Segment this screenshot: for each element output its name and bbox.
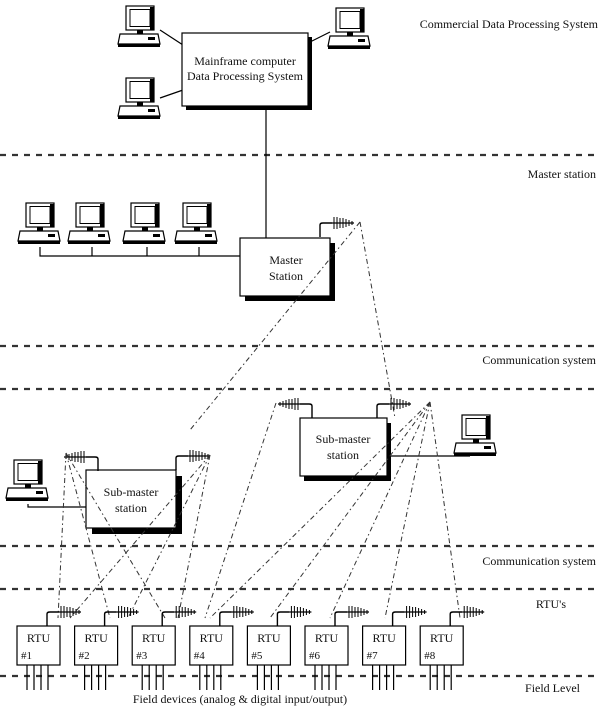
antenna-icon xyxy=(391,605,428,627)
level-label-commercial: Commercial Data Processing System xyxy=(420,17,599,31)
computer-terminal-icon xyxy=(67,202,111,245)
rtu-frame xyxy=(304,625,349,666)
level-label-master: Master station xyxy=(528,167,596,181)
rtu-number: #2 xyxy=(79,650,90,662)
rtu-box: RTU #1 xyxy=(16,605,82,690)
mainframe-box: Mainframe computer Data Processing Syste… xyxy=(181,32,312,110)
antenna-icon xyxy=(276,605,313,627)
rtu-box: RTU #4 xyxy=(189,605,255,690)
master-terminals xyxy=(17,202,218,245)
rtu-name: RTU xyxy=(372,631,396,645)
radio-links-left xyxy=(57,452,211,619)
rtu-number: #3 xyxy=(136,650,148,662)
rtu-number: #4 xyxy=(194,650,206,662)
rtu-frame xyxy=(131,625,176,666)
computer-terminal-icon xyxy=(117,77,161,120)
rtu-number: #1 xyxy=(21,650,32,662)
rtu-number: #8 xyxy=(424,650,436,662)
submaster-left-line-1: Sub-master xyxy=(104,485,159,499)
radio-link xyxy=(359,221,396,419)
rtu-name: RTU xyxy=(84,631,108,645)
master-station-line-1: Master xyxy=(269,253,302,267)
computer-terminal-icon xyxy=(453,414,497,457)
computer-terminal-icon xyxy=(327,7,371,50)
computer-terminal-icon xyxy=(5,459,49,502)
rtu-name: RTU xyxy=(142,631,166,645)
mainframe-link xyxy=(159,89,184,99)
radio-link xyxy=(189,221,361,431)
rtu-name: RTU xyxy=(430,631,454,645)
mainframe-line-1: Mainframe computer xyxy=(194,54,296,68)
rtu-name: RTU xyxy=(27,631,51,645)
antenna-icon xyxy=(277,397,313,419)
rtu-name: RTU xyxy=(257,631,281,645)
antenna-icon xyxy=(334,605,370,627)
mainframe-link xyxy=(159,29,184,46)
level-label-field: Field Level xyxy=(525,681,581,695)
rtu-number: #5 xyxy=(251,650,263,662)
submaster-right-line-2: station xyxy=(327,448,359,462)
rtu-box: RTU #6 xyxy=(304,605,370,690)
computer-terminal-icon xyxy=(17,202,61,245)
rtu-box: RTU #7 xyxy=(362,605,428,690)
level-label-comm-2: Communication system xyxy=(482,554,596,568)
rtu-box: RTU #5 xyxy=(246,605,313,690)
rtu-number: #6 xyxy=(309,650,321,662)
antenna-icon xyxy=(46,605,82,627)
antenna-icon xyxy=(219,605,255,627)
submaster-right-box: Sub-master station xyxy=(299,417,391,481)
submaster-left-box: Sub-master station xyxy=(85,469,182,534)
mainframe-link xyxy=(309,31,331,43)
computer-terminal-icon xyxy=(174,202,218,245)
antenna-icon xyxy=(449,605,485,627)
rtu-frame xyxy=(16,625,61,666)
rtu-frame xyxy=(73,625,119,666)
rtu-box: RTU #8 xyxy=(419,605,485,690)
rtu-row: RTU #1 RTU #2 RTU #3 RTU #4 RTU #5 RTU #6 RTU #7 RTU #8 xyxy=(16,605,485,690)
rtu-number: #7 xyxy=(367,650,379,662)
computer-terminal-icon xyxy=(122,202,166,245)
rtu-box: RTU #2 xyxy=(73,605,140,690)
rtu-box: RTU #3 xyxy=(131,605,197,690)
rtu-frame xyxy=(189,625,234,666)
field-devices-label: Field devices (analog & digital input/ou… xyxy=(133,692,347,706)
antenna-icon xyxy=(319,216,355,238)
antenna-icon xyxy=(161,605,197,627)
level-label-rtus: RTU's xyxy=(536,597,566,611)
antenna-icon xyxy=(175,449,211,471)
computer-terminal-icon xyxy=(117,5,161,48)
rtu-frame xyxy=(419,625,464,666)
submaster-left-link xyxy=(27,504,86,508)
mainframe-line-2: Data Processing System xyxy=(187,69,304,83)
rtu-name: RTU xyxy=(200,631,224,645)
antenna-icon xyxy=(63,450,99,472)
rtu-frame xyxy=(362,625,407,666)
rtu-frame xyxy=(246,625,291,666)
submaster-right-line-1: Sub-master xyxy=(316,432,371,446)
submaster-left-line-2: station xyxy=(115,501,147,515)
master-station-line-2: Station xyxy=(269,269,303,283)
radio-links-right xyxy=(204,401,461,619)
master-station-box: Master Station xyxy=(239,237,335,301)
antenna-icon xyxy=(103,605,140,627)
terminal-bus xyxy=(39,247,240,257)
rtu-name: RTU xyxy=(315,631,339,645)
level-label-comm-1: Communication system xyxy=(482,353,596,367)
